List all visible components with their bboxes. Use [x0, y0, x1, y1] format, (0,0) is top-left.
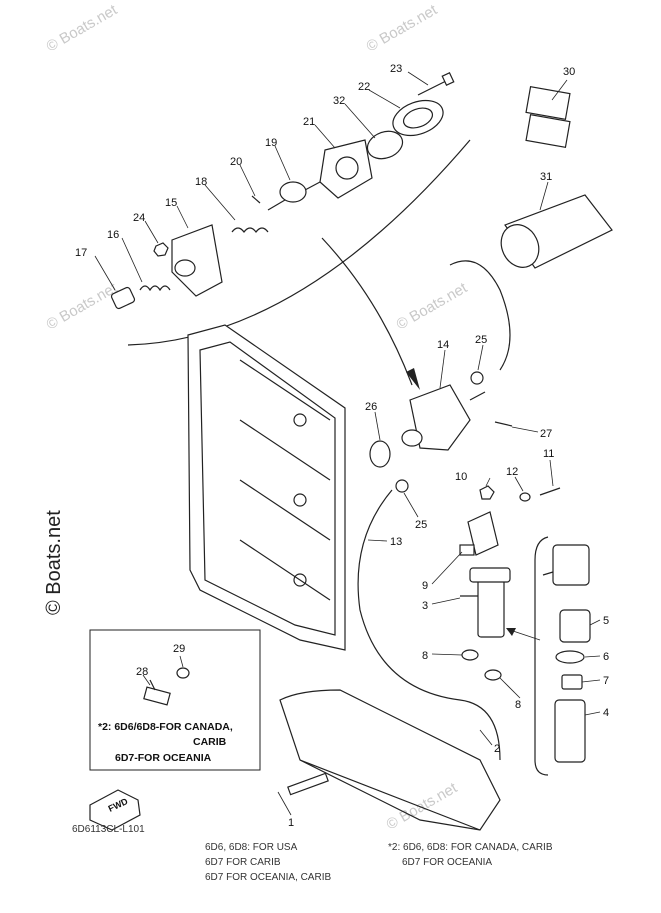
- spring-small-part: [139, 285, 171, 292]
- bracket-part: [459, 511, 499, 556]
- footnotes: 6D6, 6D8: FOR USA 6D7 FOR CARIB 6D7 FOR …: [205, 842, 553, 883]
- footnote-line: 6D6, 6D8: FOR USA: [205, 842, 298, 853]
- diagram-code: 6D6113CL-L101: [72, 824, 145, 835]
- plunger-part: [110, 286, 136, 310]
- part-number-labels: 23 22 32 21 19 20 18 15 24 16 17 30 31 1…: [75, 63, 609, 829]
- pointer-arrow: [321, 237, 413, 386]
- watermark: © Boats.net: [44, 279, 121, 333]
- joint-part: [143, 686, 171, 706]
- clip-part: [484, 669, 502, 681]
- part-label: 25: [475, 334, 487, 346]
- brand-watermark: © Boats.net: [43, 510, 65, 615]
- part-label: 23: [390, 63, 402, 75]
- part-label: 15: [165, 197, 177, 209]
- part-label: 26: [365, 401, 377, 413]
- part-label: 9: [422, 580, 428, 592]
- part-label: 11: [543, 448, 554, 460]
- fuel-filter-part: [460, 567, 511, 638]
- valve-part: [267, 181, 307, 211]
- part-label: 20: [230, 156, 242, 168]
- nut-part: [153, 242, 169, 257]
- filter-cup-part: [554, 699, 586, 763]
- footnote-line: 6D7 FOR CARIB: [205, 857, 281, 868]
- part-label: 16: [107, 229, 119, 241]
- bracket-bolt-part: [539, 487, 561, 496]
- float-part: [561, 674, 583, 690]
- part-label: 17: [75, 247, 87, 259]
- filter-element-small-part: [559, 609, 591, 643]
- part-label: 3: [422, 600, 428, 612]
- inset-note-line: CARIB: [193, 736, 227, 748]
- upper-hose-part: [449, 260, 511, 371]
- pointer-arrow-head: [406, 368, 420, 390]
- inset-detail-box: *2: 6D6/6D8-FOR CANADA, CARIB 6D7-FOR OC…: [89, 629, 261, 771]
- hose-clip-part: [395, 479, 409, 493]
- pump-bolt-part: [494, 421, 513, 427]
- pump-body-part: [304, 139, 373, 199]
- part-label: 19: [265, 137, 277, 149]
- part-label: 27: [540, 428, 552, 440]
- part-label: 2: [494, 743, 500, 755]
- part-label: 13: [390, 536, 402, 548]
- spring-part: [231, 227, 269, 233]
- part-label: 8: [422, 650, 428, 662]
- part-label: 10: [455, 471, 467, 483]
- inset-note-line: 6D7-FOR OCEANIA: [115, 752, 212, 764]
- fuel-pump-part: [401, 384, 486, 451]
- part-label: 21: [303, 116, 315, 128]
- pin-part: [251, 195, 261, 204]
- bracket-nut-part: [479, 485, 495, 500]
- inset-clip-part: [176, 667, 190, 679]
- fuel-hose-part: [357, 489, 501, 761]
- watermark: © Boats.net: [394, 279, 471, 333]
- part-label: 1: [288, 817, 294, 829]
- part-label: 5: [603, 615, 609, 627]
- part-label: 4: [603, 707, 609, 719]
- part-label: 22: [358, 81, 370, 93]
- housing-part: [171, 224, 223, 297]
- part-label: 12: [506, 466, 518, 478]
- footnote-line: *2: 6D6, 6D8: FOR CANADA, CARIB: [388, 842, 553, 853]
- cover-part: [392, 99, 444, 137]
- part-label: 14: [437, 339, 449, 351]
- part-label: 29: [173, 643, 185, 655]
- diaphragm-part: [366, 130, 404, 160]
- watermark: © Boats.net: [364, 1, 441, 55]
- lower-casing-part: [279, 689, 501, 831]
- filter-element-part: [500, 194, 613, 269]
- footnote-line: 6D7 FOR OCEANIA, CARIB: [205, 872, 331, 883]
- clip-part: [461, 649, 479, 661]
- leader-lines: [94, 71, 601, 816]
- hose-clip-part: [470, 371, 484, 385]
- washer-part: [519, 492, 531, 502]
- part-label: 30: [563, 66, 575, 78]
- o-ring-part: [369, 440, 391, 468]
- part-label: 8: [515, 699, 521, 711]
- part-label: 28: [136, 666, 148, 678]
- label-set-part: [525, 86, 571, 148]
- part-label: 31: [540, 171, 552, 183]
- inset-note-line: *2: 6D6/6D8-FOR CANADA,: [98, 721, 233, 733]
- cylinder-head-part: [187, 324, 346, 651]
- fwd-arrow-icon: FWD: [89, 789, 141, 831]
- filter-o-ring-part: [555, 650, 585, 664]
- detail-bracket: [534, 536, 549, 776]
- exploded-view-bracket: [127, 139, 471, 346]
- filter-cap-part: [542, 544, 590, 586]
- part-label: 32: [333, 95, 345, 107]
- part-label: 18: [195, 176, 207, 188]
- part-label: 7: [603, 675, 609, 687]
- footnote-line: 6D7 FOR OCEANIA: [402, 857, 492, 868]
- part-label: 6: [603, 651, 609, 663]
- part-label: 25: [415, 519, 427, 531]
- part-label: 24: [133, 212, 145, 224]
- bolt-part: [417, 71, 455, 96]
- watermark: © Boats.net: [44, 1, 121, 55]
- detail-arrow-head: [506, 628, 516, 636]
